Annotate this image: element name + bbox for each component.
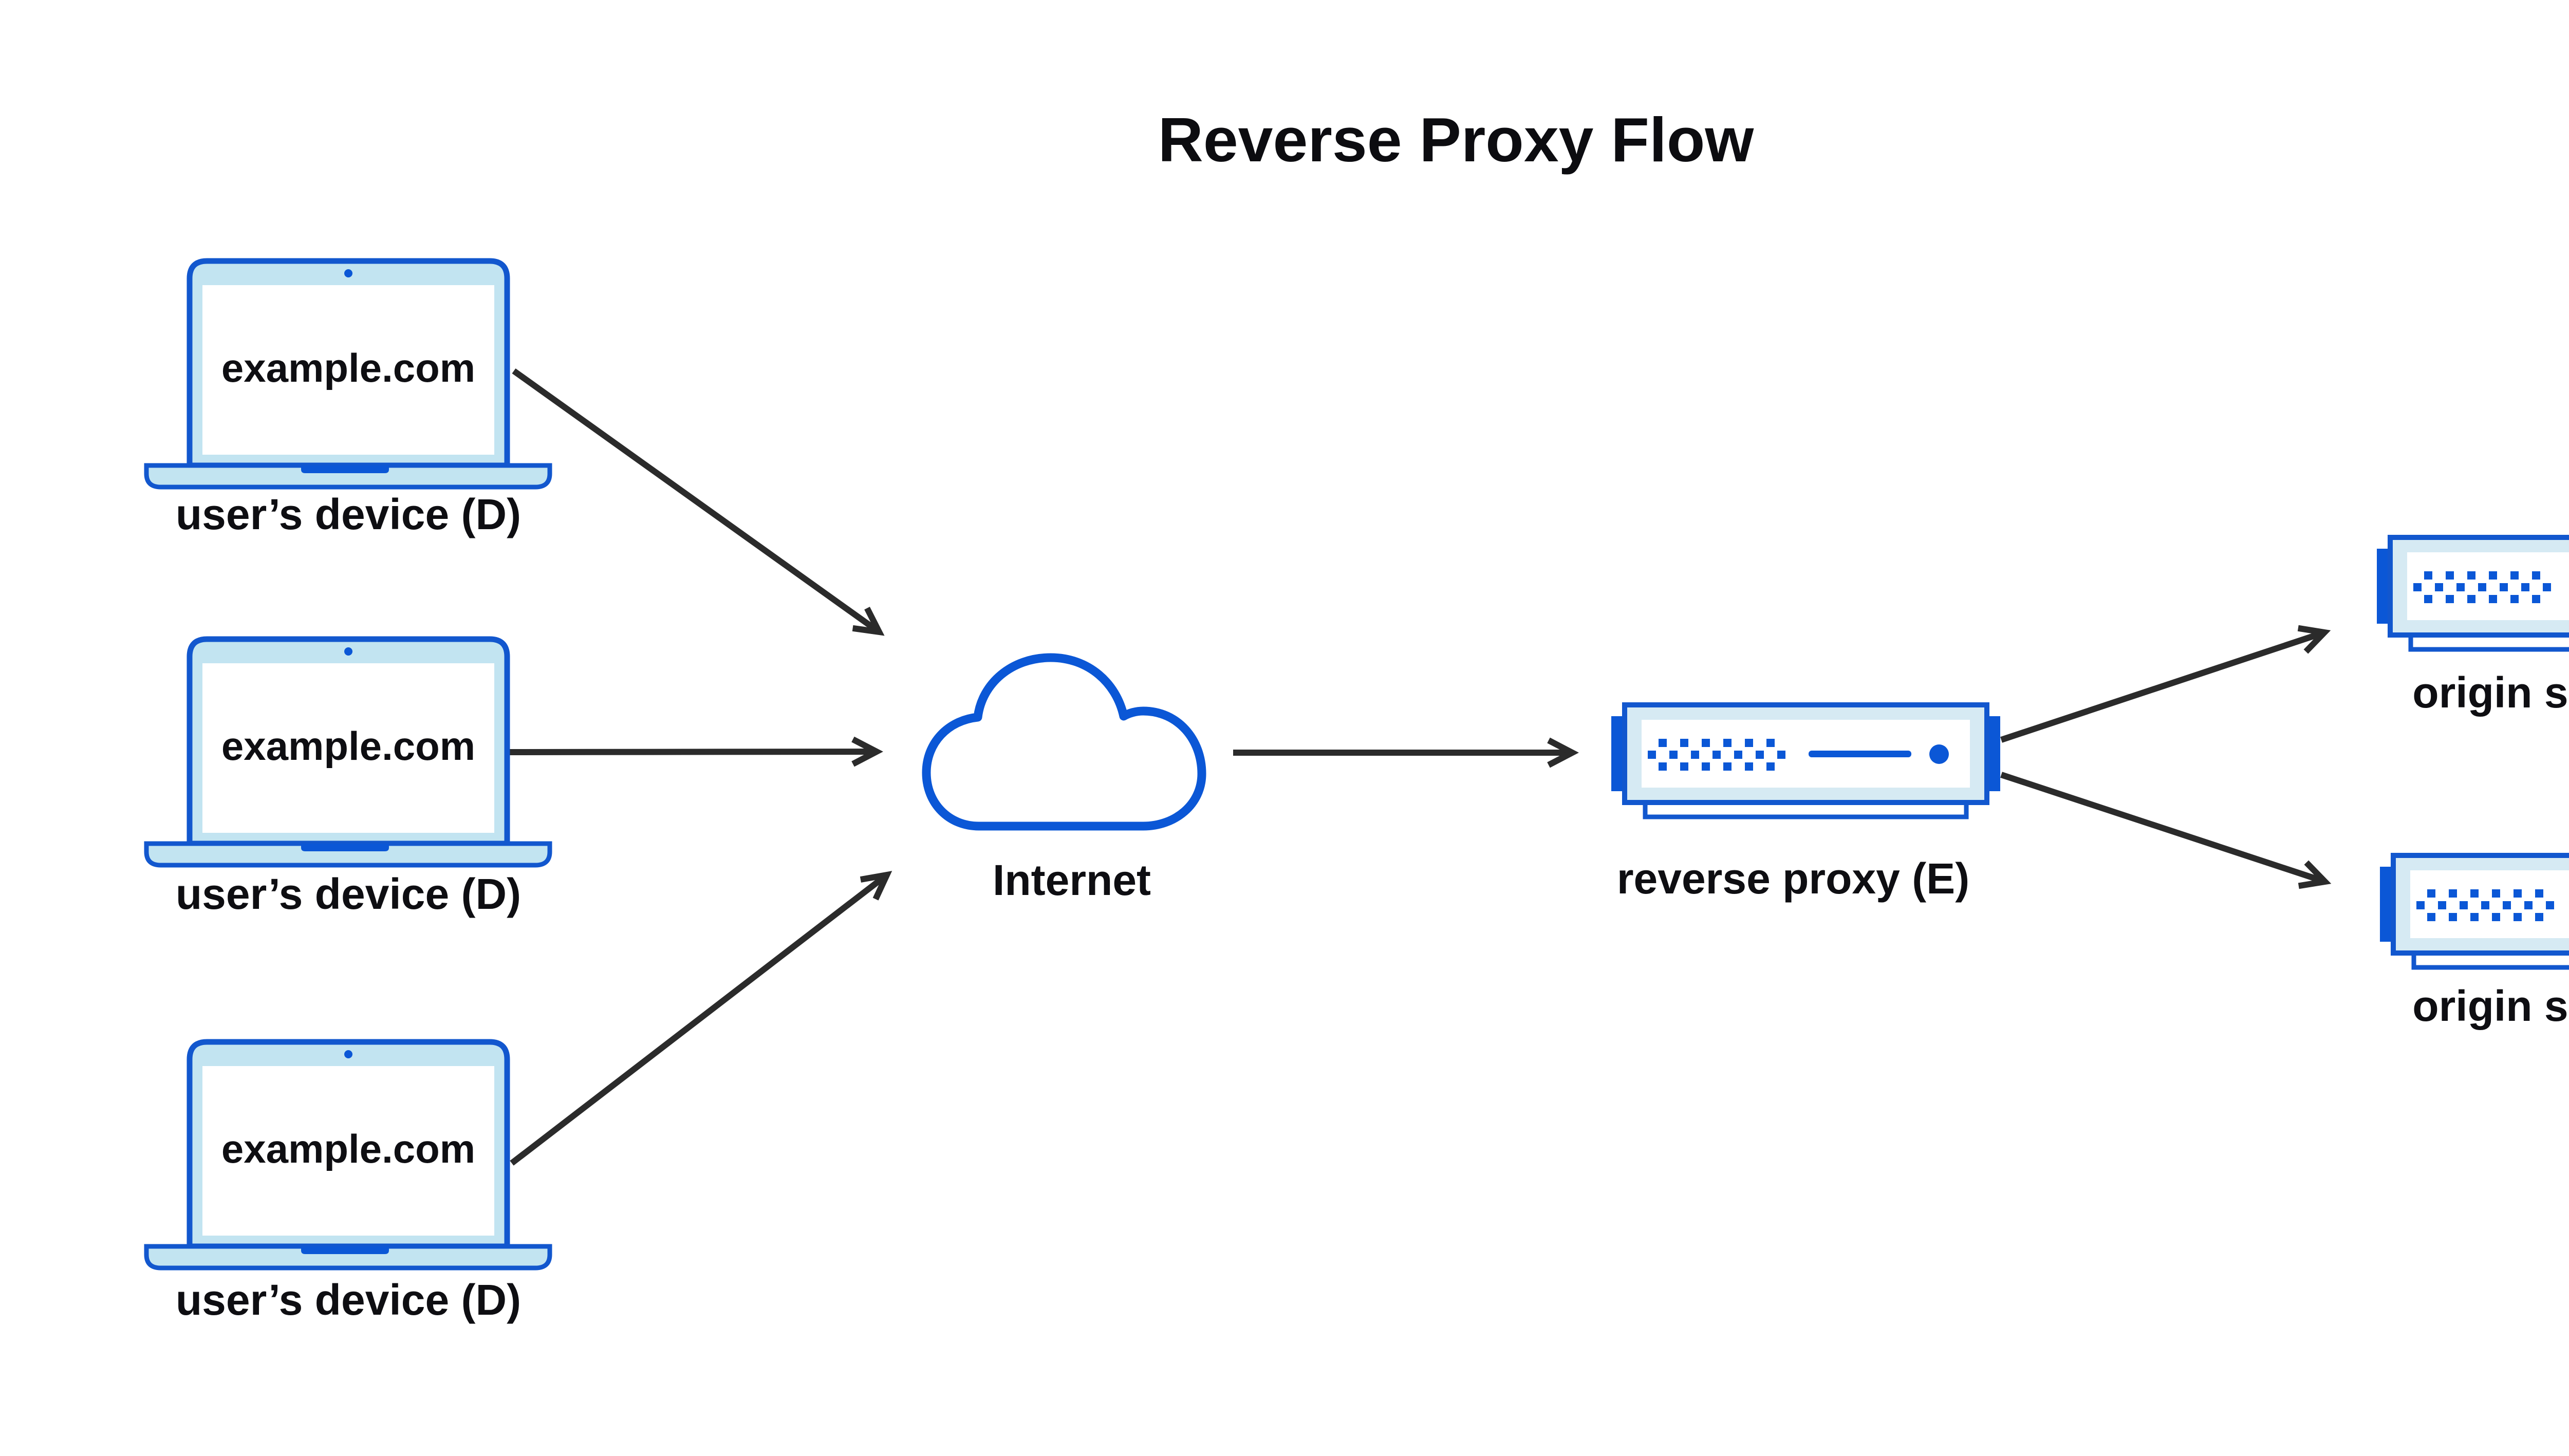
arrow-proxy-to-origin2 xyxy=(2000,772,2332,889)
reverse-proxy-server-icon xyxy=(1611,705,2000,817)
diagram-title: Reverse Proxy Flow xyxy=(1158,105,1754,175)
arrow-device1-to-internet xyxy=(512,368,885,636)
device-1-label: user’s device (D) xyxy=(175,490,522,538)
internet-cloud-icon xyxy=(922,653,1206,831)
reverse-proxy-label: reverse proxy (E) xyxy=(1616,854,1970,903)
origin-server-2-label: origin server (F) xyxy=(2412,982,2569,1030)
arrow-proxy-to-origin1 xyxy=(2000,625,2331,743)
device-1-screen-url: example.com xyxy=(221,345,476,390)
arrow-device3-to-internet xyxy=(510,871,892,1166)
device-3-label: user’s device (D) xyxy=(175,1276,522,1324)
device-2-screen-url: example.com xyxy=(221,723,476,769)
origin-server-1-label: origin server (F) xyxy=(2412,668,2569,717)
device-2-label: user’s device (D) xyxy=(175,870,522,918)
origin-server-2-icon xyxy=(2380,855,2569,967)
internet-label: Internet xyxy=(992,856,1151,904)
origin-server-1-icon xyxy=(2377,537,2569,649)
device-3-screen-url: example.com xyxy=(221,1126,476,1171)
